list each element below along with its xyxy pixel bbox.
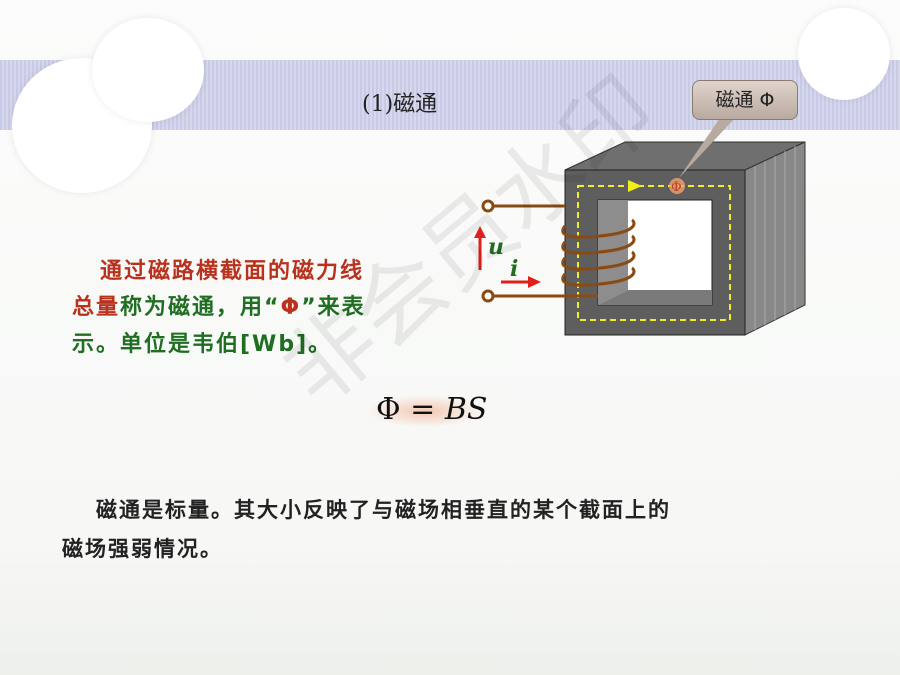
callout-pointer [679, 118, 735, 178]
formula-lhs: Φ = [376, 392, 445, 427]
para2-line2: 磁场强弱情况。 [62, 537, 223, 561]
phi-symbol: Φ [280, 295, 302, 320]
formula-rhs: BS [444, 392, 488, 427]
flux-formula: Φ = BS [368, 392, 496, 427]
slide-title: (1)磁通 [362, 92, 438, 117]
i-label: i [510, 256, 518, 282]
terminal-top [481, 199, 495, 213]
para1-line2: 总量称为磁通，用“Φ”来表 [72, 289, 366, 321]
text-highlight: 总量 [72, 295, 121, 320]
text: ”来表 [301, 295, 366, 320]
core-window-inner-face [598, 200, 628, 305]
para1-line1: 通过磁路横截面的磁力线 [100, 259, 365, 284]
flux-arrow-icon [628, 180, 642, 192]
u-label: u [488, 234, 504, 260]
para1-line3: 示。单位是韦伯[Wb]。 [72, 332, 333, 357]
voltage-arrow-icon [474, 226, 486, 270]
phi-label: Φ [671, 180, 682, 195]
phi-marker [669, 178, 685, 194]
terminal-bottom [481, 289, 495, 303]
para2-line1: 磁通是标量。其大小反映了与磁场相垂直的某个截面上的 [96, 498, 671, 522]
core-window-bottom-face [598, 290, 712, 305]
decor-circle [798, 8, 890, 100]
decor-circle [92, 18, 204, 122]
current-arrow-icon [501, 276, 541, 288]
text: 称为磁通，用“ [120, 295, 281, 320]
coil-winding [561, 218, 636, 287]
flux-callout: 磁通 Φ [692, 80, 798, 120]
